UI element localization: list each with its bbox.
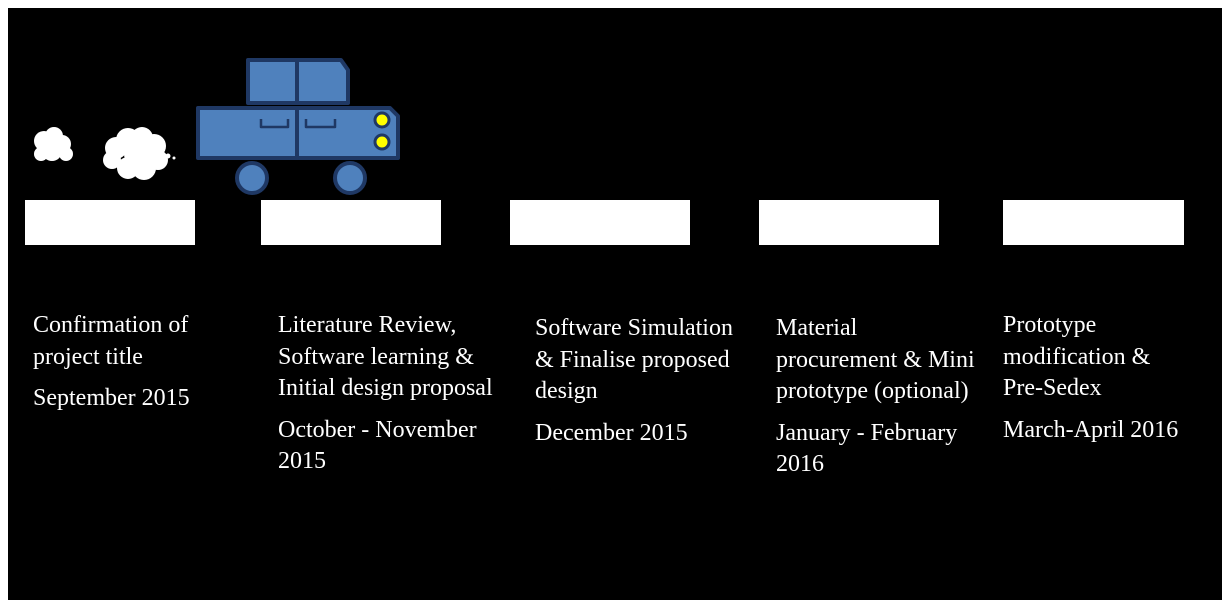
milestone-5: Prototype modification & Pre-Sedex March…	[1003, 310, 1188, 446]
milestone-1: Confirmation of project title September …	[33, 310, 233, 415]
car-icon	[196, 58, 400, 195]
milestone-description: Software Simulation & Finalise proposed …	[535, 315, 733, 404]
milestone-date: October - November 2015	[278, 416, 477, 475]
timeline-marker-3	[510, 200, 690, 245]
milestone-3: Software Simulation & Finalise proposed …	[535, 313, 749, 449]
timeline-marker-2	[261, 200, 441, 245]
milestone-4: Material procurement & Mini prototype (o…	[776, 313, 976, 481]
milestone-date: January - February 2016	[776, 419, 958, 478]
milestone-description: Prototype modification & Pre-Sedex	[1003, 312, 1151, 401]
car-illustration	[34, 58, 400, 195]
smoke-cloud-icon	[34, 127, 73, 161]
milestone-description: Material procurement & Mini prototype (o…	[776, 315, 975, 404]
milestone-date: December 2015	[535, 419, 688, 446]
smoke-cloud-icon	[103, 127, 176, 180]
milestone-date: March-April 2016	[1003, 416, 1179, 443]
milestone-description: Confirmation of project title	[33, 312, 189, 370]
milestone-date: September 2015	[33, 385, 190, 411]
milestone-2: Literature Review, Software learning & I…	[278, 310, 500, 478]
milestone-description: Literature Review, Software learning & I…	[278, 312, 493, 401]
timeline-canvas: Confirmation of project title September …	[8, 8, 1222, 600]
timeline-marker-1	[25, 200, 195, 245]
timeline-marker-4	[759, 200, 939, 245]
timeline-marker-5	[1003, 200, 1184, 245]
